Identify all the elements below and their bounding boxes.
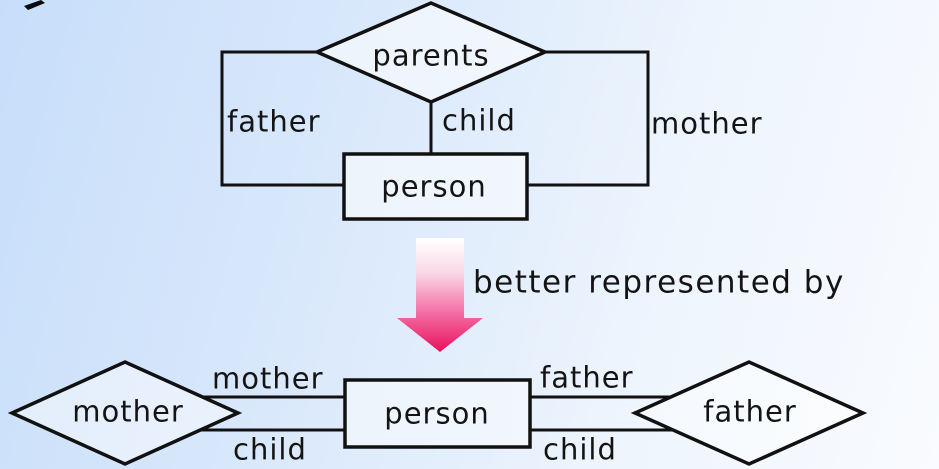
edge-label-child-right-bottom: child [543, 432, 617, 467]
transition-caption: better represented by [473, 264, 845, 301]
edge-label-mother-top: mother [651, 106, 763, 141]
edge-label-father-bottom: father [540, 360, 634, 395]
edge-label-mother-bottom: mother [212, 361, 324, 396]
edge-label-child-top: child [442, 103, 516, 138]
corner-artifact-mark [24, 0, 45, 10]
person-entity-box-top [342, 152, 529, 221]
father-relationship-label: father [703, 394, 797, 429]
down-arrow-icon [397, 238, 483, 352]
mother-relationship-label: mother [72, 394, 184, 429]
father-relationship-diamond [630, 360, 868, 466]
person-entity-box-bottom [343, 378, 532, 449]
person-entity-label-top: person [381, 169, 487, 204]
mother-relationship-diamond [7, 360, 243, 466]
edge-mother-connector [524, 50, 650, 187]
person-entity-label-bottom: person [384, 396, 490, 431]
parents-relationship-label: parents [372, 38, 490, 73]
edge-father-connector [220, 50, 346, 187]
edge-label-father-top: father [227, 104, 321, 139]
edge-label-child-left-bottom: child [233, 432, 307, 467]
parents-relationship-diamond [312, 1, 550, 104]
